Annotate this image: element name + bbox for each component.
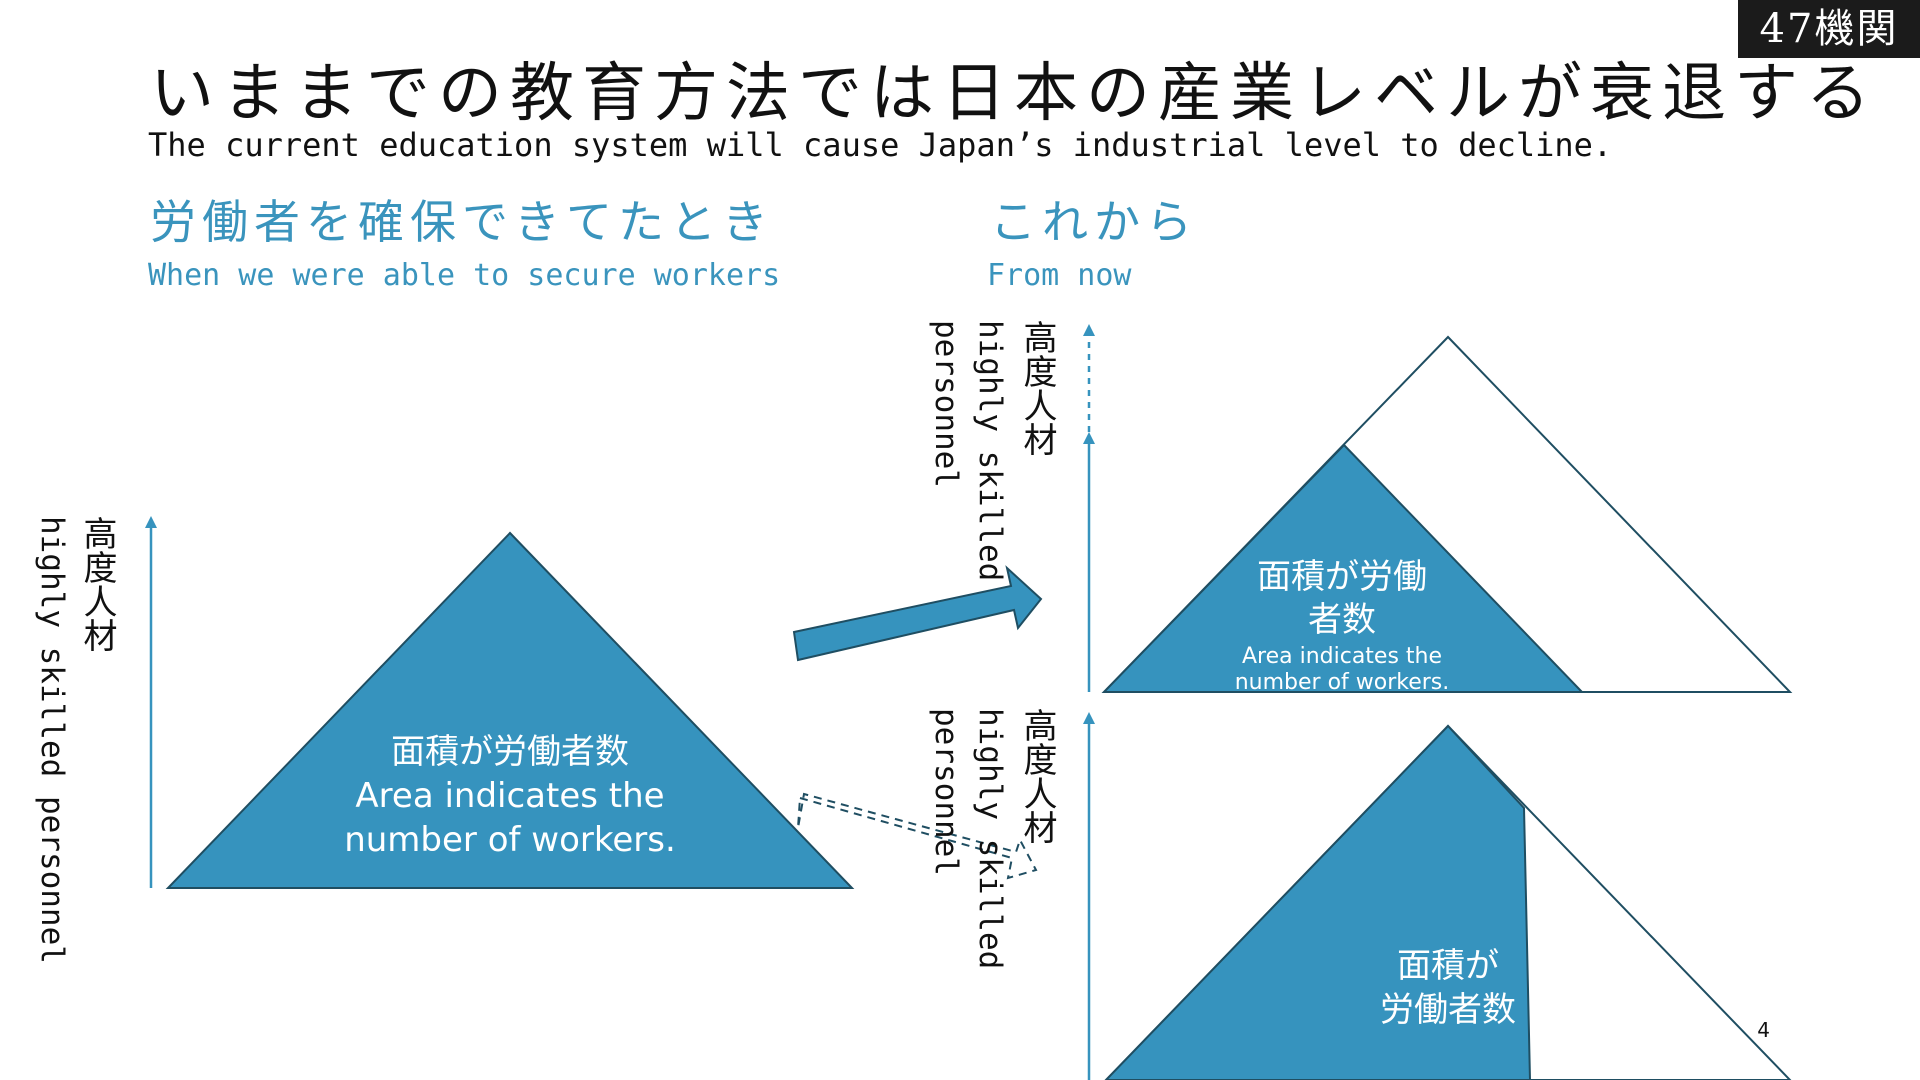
bottom-axis-label-en-2: personnel	[928, 708, 964, 876]
top-axis-arrowhead	[1083, 432, 1095, 444]
left-pyramid-label-jp: 面積が労働者数	[391, 732, 629, 772]
left-pyramid-label-en-2: number of workers.	[344, 820, 676, 861]
bottom-pyramid-label: 面積が 労働者数	[1328, 944, 1568, 1032]
slide-title: いままでの教育方法では日本の産業レベルが衰退する	[150, 57, 1878, 131]
left-heading: 労働者を確保できてたとき	[150, 195, 774, 249]
top-pyramid-label-en-2: number of workers.	[1234, 670, 1450, 692]
top-axis-label-jp: 高度人材	[1017, 320, 1057, 456]
left-pyramid-label-en-1: Area indicates the	[355, 776, 665, 817]
bottom-axis-label-jp: 高度人材	[1017, 708, 1057, 844]
top-pyramid-label: 面積が労働 者数	[1222, 556, 1462, 641]
transition-arrow-dashed	[797, 792, 1038, 880]
org-logo: 47機関	[1738, 0, 1920, 58]
right-heading-en: From now	[987, 258, 1132, 293]
bottom-pyramid-label-jp-2: 労働者数	[1380, 990, 1516, 1031]
bottom-axis-arrowhead	[1083, 712, 1095, 724]
left-heading-en: When we were able to secure workers	[148, 258, 781, 293]
logo-text: 47機関	[1759, 6, 1899, 52]
left-axis-arrowhead	[145, 516, 157, 528]
top-pyramid-label-jp-1: 面積が労働	[1257, 557, 1427, 597]
top-pyramid-label-en-1: Area indicates the	[1241, 644, 1443, 669]
bottom-pyramid-label-jp-1: 面積が	[1397, 946, 1499, 986]
transition-arrow-solid	[792, 565, 1043, 662]
top-axis-dashed-arrowhead	[1083, 324, 1095, 336]
page-number: 4	[1757, 1018, 1770, 1042]
left-pyramid-label: 面積が労働者数 Area indicates the number of wor…	[330, 730, 690, 863]
left-axis-label-en: highly skilled personnel	[34, 516, 70, 964]
bottom-cut-pyramid	[1104, 724, 1532, 1080]
top-axis-label-en-1: highly skilled	[972, 320, 1008, 582]
right-heading: これから	[990, 195, 1198, 249]
top-small-pyramid	[1101, 443, 1585, 693]
top-pyramid-label-en: Area indicates the number of workers.	[1222, 644, 1462, 692]
top-pyramid-label-jp-2: 者数	[1308, 599, 1376, 640]
left-axis-label-jp: 高度人材	[77, 516, 117, 652]
top-axis-label-en-2: personnel	[928, 320, 964, 488]
slide-subtitle: The current education system will cause …	[148, 126, 1613, 164]
left-pyramid	[165, 531, 855, 889]
bottom-axis-label-en-1: highly skilled	[972, 708, 1008, 970]
